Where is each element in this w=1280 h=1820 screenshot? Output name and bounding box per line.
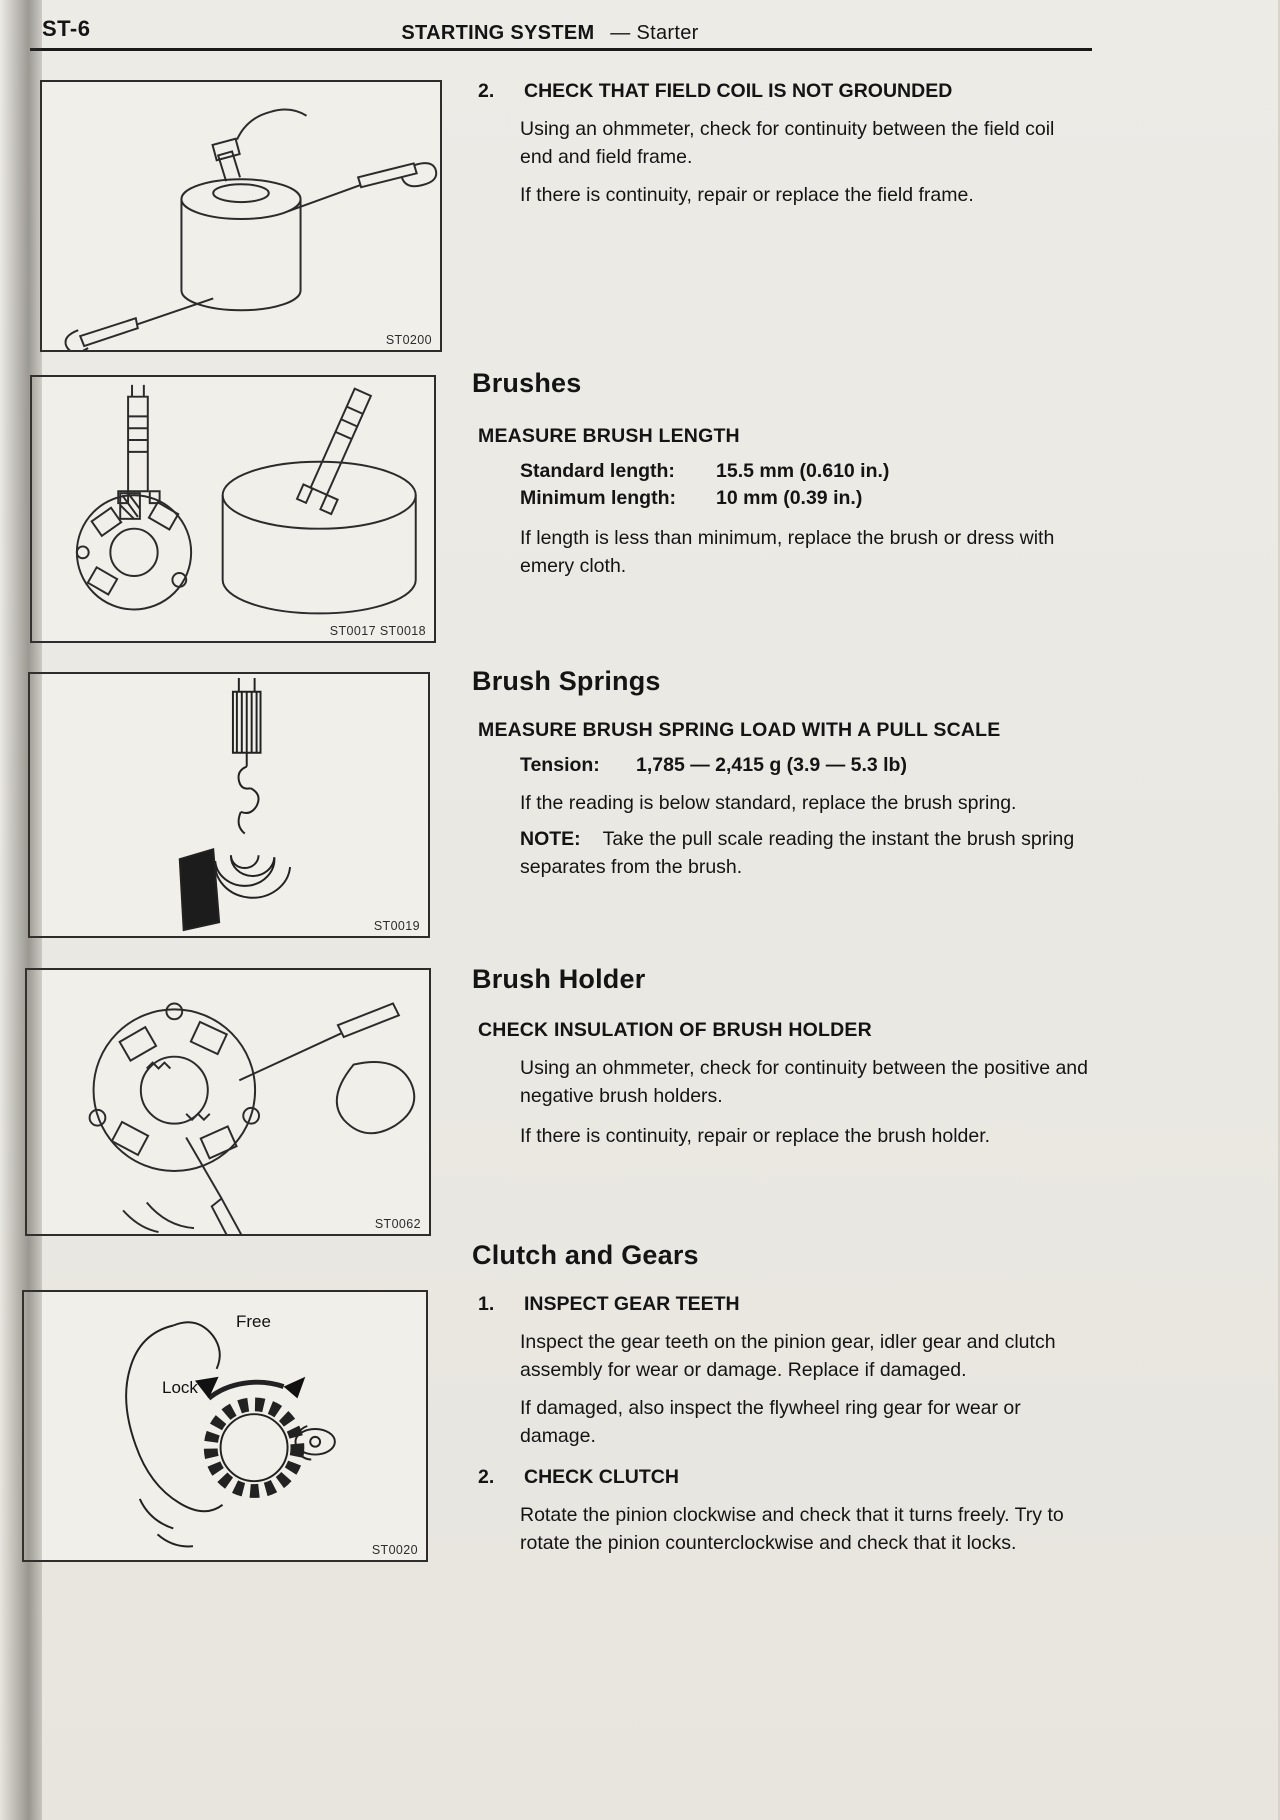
section-heading: Brushes <box>472 368 582 398</box>
paragraph: If there is continuity, repair or replac… <box>520 1125 991 1147</box>
section-heading: Brush Springs <box>472 666 661 696</box>
page-header: STARTING SYSTEM — Starter <box>0 22 1100 45</box>
paragraph: Using an ohmmeter, check for continuity … <box>520 118 1055 168</box>
step-number: 2. <box>478 1466 495 1488</box>
procedure-heading: MEASURE BRUSH LENGTH <box>478 425 740 447</box>
paragraph: If damaged, also inspect the flywheel ri… <box>520 1397 1021 1447</box>
procedure-heading: CHECK INSULATION OF BRUSH HOLDER <box>478 1019 872 1041</box>
spec-label: Tension: <box>520 754 600 776</box>
spec-row: Standard length: 15.5 mm (0.610 in.) <box>520 458 1090 485</box>
figure-code: ST0020 <box>371 1543 418 1557</box>
field-coil-test-illustration <box>64 108 438 350</box>
step-heading: CHECK THAT FIELD COIL IS NOT GROUNDED <box>524 80 953 102</box>
spec-row: Minimum length: 10 mm (0.39 in.) <box>520 485 1090 512</box>
figure-brush-holder-check: ST0062 <box>25 968 431 1236</box>
note-label: NOTE: <box>520 828 581 850</box>
note-paragraph: NOTE:Take the pull scale reading the ins… <box>520 825 1090 881</box>
spec-label: Standard length: <box>520 460 675 482</box>
figure-code: ST0062 <box>374 1217 421 1231</box>
spec-label: Minimum length: <box>520 487 676 509</box>
figure-brush-length: ST0017 ST0018 <box>30 375 436 643</box>
section-heading: Brush Holder <box>472 964 646 994</box>
paragraph: Using an ohmmeter, check for continuity … <box>520 1057 1088 1107</box>
brush-length-illustration <box>75 384 417 615</box>
section-clutch-and-gears: Clutch and Gears 1. INSPECT GEAR TEETH I… <box>472 1240 1090 1557</box>
section-heading: Clutch and Gears <box>472 1240 699 1270</box>
page-number: ST-6 <box>42 16 91 41</box>
step-title-row: 2. CHECK THAT FIELD COIL IS NOT GROUNDED <box>478 78 1090 105</box>
spec-value: 1,785 — 2,415 g (3.9 — 5.3 lb) <box>636 754 907 776</box>
step-title-row: 1. INSPECT GEAR TEETH <box>478 1291 1090 1318</box>
step-heading: CHECK CLUTCH <box>524 1466 679 1488</box>
step-title-row: 2. CHECK CLUTCH <box>478 1464 1090 1491</box>
figure-code: ST0017 ST0018 <box>329 624 426 638</box>
label-lock: Lock <box>162 1378 198 1397</box>
spec-row: Tension: 1,785 — 2,415 g (3.9 — 5.3 lb) <box>520 752 1090 779</box>
figure-brush-spring-scale: ST0019 <box>28 672 430 938</box>
header-title: STARTING SYSTEM <box>401 22 595 44</box>
pull-scale-illustration <box>178 677 292 932</box>
paragraph: If length is less than minimum, replace … <box>520 527 1055 577</box>
figure-code: ST0019 <box>373 919 420 933</box>
header-subtitle: — Starter <box>610 22 699 44</box>
spec-table: Tension: 1,785 — 2,415 g (3.9 — 5.3 lb) <box>520 752 1090 779</box>
figure-code: ST0200 <box>385 333 432 347</box>
section-brush-holder: Brush Holder CHECK INSULATION OF BRUSH H… <box>472 964 1090 1150</box>
note-text: Take the pull scale reading the instant … <box>520 828 1075 878</box>
section-field-coil: 2. CHECK THAT FIELD COIL IS NOT GROUNDED… <box>472 78 1090 209</box>
section-brushes: Brushes MEASURE BRUSH LENGTH Standard le… <box>472 368 1090 580</box>
figure-clutch-check: Free Lock ST0020 <box>22 1290 428 1562</box>
spec-value: 15.5 mm (0.610 in.) <box>716 460 890 482</box>
brush-holder-illustration <box>88 1002 416 1234</box>
clutch-gear-illustration <box>125 1321 336 1548</box>
section-brush-springs: Brush Springs MEASURE BRUSH SPRING LOAD … <box>472 666 1090 881</box>
paragraph: If the reading is below standard, replac… <box>520 792 1017 814</box>
step-heading: INSPECT GEAR TEETH <box>524 1293 740 1315</box>
paragraph: Inspect the gear teeth on the pinion gea… <box>520 1331 1056 1381</box>
step-number: 1. <box>478 1293 495 1315</box>
header-rule <box>30 48 1092 51</box>
spec-value: 10 mm (0.39 in.) <box>716 487 863 509</box>
procedure-heading: MEASURE BRUSH SPRING LOAD WITH A PULL SC… <box>478 719 1001 741</box>
figure-field-coil-check: ST0200 <box>40 80 442 352</box>
spec-table: Standard length: 15.5 mm (0.610 in.) Min… <box>520 458 1090 512</box>
paragraph: Rotate the pinion clockwise and check th… <box>520 1504 1064 1554</box>
step-number: 2. <box>478 80 495 102</box>
label-free: Free <box>236 1312 271 1331</box>
paragraph: If there is continuity, repair or replac… <box>520 184 974 206</box>
